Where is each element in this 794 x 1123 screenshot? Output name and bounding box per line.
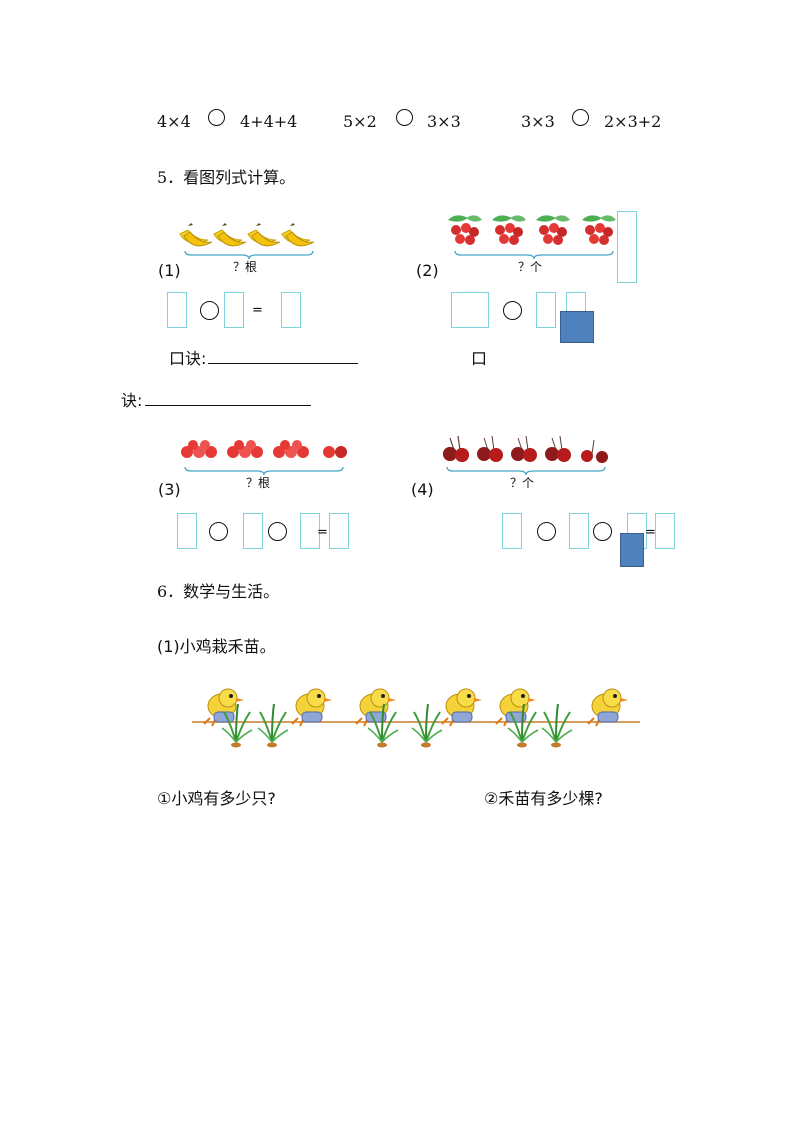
compare-2-right: 3×3 bbox=[427, 112, 461, 131]
question-chicks: ①小鸡有多少只? bbox=[157, 789, 276, 808]
answer-box-1b[interactable] bbox=[224, 292, 244, 328]
problem-2-label: (2) bbox=[416, 261, 439, 280]
bananas-picture bbox=[179, 222, 315, 247]
koujue-label-2-part2: 诀: bbox=[121, 391, 143, 410]
question-4: ？个 bbox=[510, 476, 535, 490]
compare-1-left: 4×4 bbox=[157, 112, 191, 131]
equals-4: = bbox=[645, 525, 656, 540]
equals-1: = bbox=[252, 303, 263, 318]
answer-box-4a[interactable] bbox=[502, 513, 522, 549]
problem-3-label: (3) bbox=[158, 480, 181, 499]
brace-3 bbox=[184, 466, 344, 476]
problem-1-label: (1) bbox=[158, 261, 181, 280]
answer-box-4d[interactable] bbox=[655, 513, 675, 549]
operator-circle-2[interactable] bbox=[503, 301, 522, 320]
operator-circle-4a[interactable] bbox=[537, 522, 556, 541]
question-3: ？根 bbox=[246, 476, 271, 490]
operator-circle-4b[interactable] bbox=[593, 522, 612, 541]
section-5-title: 5．看图列式计算。 bbox=[157, 168, 296, 187]
operator-circle-3b[interactable] bbox=[268, 522, 287, 541]
operator-circle-3a[interactable] bbox=[209, 522, 228, 541]
compare-2-circle[interactable] bbox=[396, 109, 413, 126]
compare-3-left: 3×3 bbox=[521, 112, 555, 131]
compare-1-circle[interactable] bbox=[208, 109, 225, 126]
question-seedlings: ②禾苗有多少棵? bbox=[484, 789, 603, 808]
compare-2-left: 5×2 bbox=[343, 112, 377, 131]
subproblem-1-title: (1)小鸡栽禾苗。 bbox=[157, 637, 276, 656]
operator-circle-1[interactable] bbox=[200, 301, 219, 320]
filled-box-2 bbox=[560, 311, 594, 343]
compare-3-circle[interactable] bbox=[572, 109, 589, 126]
answer-box-1c[interactable] bbox=[281, 292, 301, 328]
compare-3-right: 2×3+2 bbox=[604, 112, 662, 131]
brace-1 bbox=[184, 250, 314, 260]
answer-box-2b[interactable] bbox=[536, 292, 556, 328]
answer-box-3c[interactable] bbox=[300, 513, 320, 549]
equals-3: = bbox=[317, 525, 328, 540]
answer-box-1a[interactable] bbox=[167, 292, 187, 328]
answer-box-2a[interactable] bbox=[451, 292, 489, 328]
answer-box-3b[interactable] bbox=[243, 513, 263, 549]
question-1: ？根 bbox=[233, 260, 258, 274]
problem-4-label: (4) bbox=[411, 480, 434, 499]
question-2: ？个 bbox=[518, 260, 543, 274]
section-6-title: 6．数学与生活。 bbox=[157, 582, 280, 601]
chicks-and-seedlings-picture bbox=[192, 688, 640, 749]
cherries-picture bbox=[448, 215, 616, 245]
answer-box-2-tall[interactable] bbox=[617, 211, 637, 283]
compare-1-right: 4+4+4 bbox=[240, 112, 298, 131]
koujue-line-1[interactable] bbox=[208, 363, 358, 364]
answer-box-3a[interactable] bbox=[177, 513, 197, 549]
brace-4 bbox=[446, 466, 606, 476]
koujue-label-2-part1: 口 bbox=[471, 349, 488, 368]
answer-box-3d[interactable] bbox=[329, 513, 349, 549]
dark-cherries-picture bbox=[442, 435, 608, 463]
filled-box-4 bbox=[620, 533, 644, 567]
answer-box-4b[interactable] bbox=[569, 513, 589, 549]
koujue-line-2[interactable] bbox=[145, 405, 311, 406]
brace-2 bbox=[454, 250, 614, 260]
apples-picture bbox=[181, 440, 347, 458]
koujue-label-1: 口诀: bbox=[169, 349, 207, 368]
